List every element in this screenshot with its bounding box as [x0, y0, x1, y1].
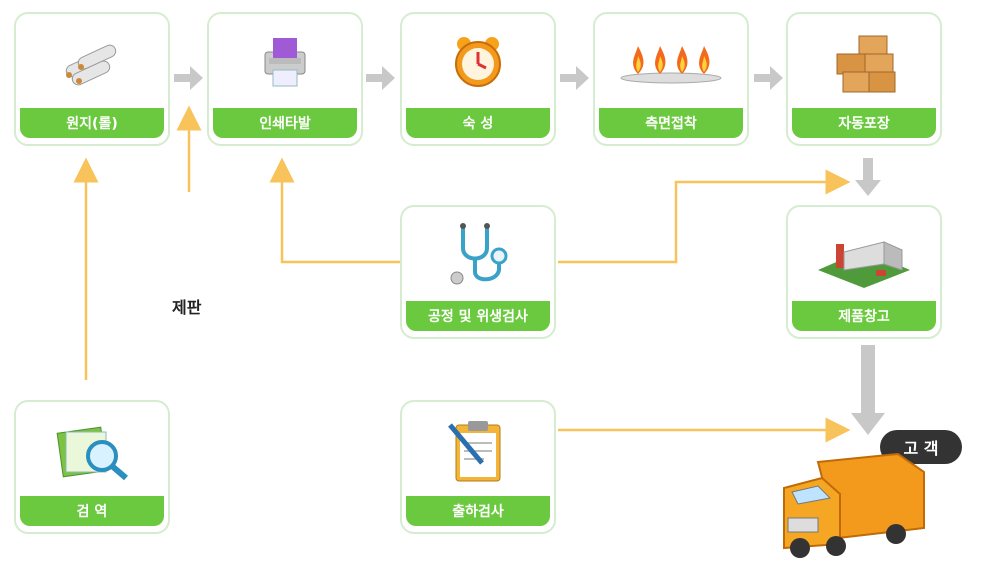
step-label: 원지(롤) [20, 108, 164, 138]
arrow-raw-to-print [174, 66, 203, 90]
customer-badge: 고 객 [880, 430, 962, 464]
boxes-icon [788, 20, 940, 104]
arrow-inspect-to-print [269, 157, 400, 264]
step-aging: 숙 성 [400, 12, 556, 146]
step-auto-pack: 자동포장 [786, 12, 942, 146]
step-warehouse: 제품창고 [786, 205, 942, 339]
arrow-glue-to-pack [754, 66, 783, 90]
alarm-clock-icon [402, 20, 554, 104]
arrow-inspect-to-warehouse [558, 169, 851, 264]
paper-roll-icon [16, 20, 168, 104]
arrow-print-to-aging [366, 66, 395, 90]
step-label: 검 역 [20, 496, 164, 526]
arrow-pack-to-warehouse [855, 158, 881, 196]
stethoscope-icon [402, 213, 554, 297]
step-shipping-inspection: 출하검사 [400, 400, 556, 534]
step-quarantine: 검 역 [14, 400, 170, 534]
arrow-warehouse-to-customer [851, 345, 885, 435]
step-label: 자동포장 [792, 108, 936, 138]
step-label: 공정 및 위생검사 [406, 301, 550, 331]
folder-magnifier-icon [16, 408, 168, 492]
factory-icon [788, 213, 940, 297]
step-label: 인쇄타발 [213, 108, 357, 138]
step-inspection: 공정 및 위생검사 [400, 205, 556, 339]
gray-arrows [174, 66, 885, 435]
step-label: 숙 성 [406, 108, 550, 138]
step-raw-roll: 원지(롤) [14, 12, 170, 146]
flames-icon [595, 20, 747, 104]
step-side-glue: 측면접착 [593, 12, 749, 146]
step-label: 제품창고 [792, 301, 936, 331]
arrow-aging-to-glue [560, 66, 589, 90]
step-print: 인쇄타발 [207, 12, 363, 146]
truck-icon [778, 448, 928, 564]
step-label: 측면접착 [599, 108, 743, 138]
step-label: 출하검사 [406, 496, 550, 526]
printer-icon [209, 20, 361, 104]
clipboard-icon [402, 408, 554, 492]
plate-making-note: 제판 [172, 298, 202, 317]
